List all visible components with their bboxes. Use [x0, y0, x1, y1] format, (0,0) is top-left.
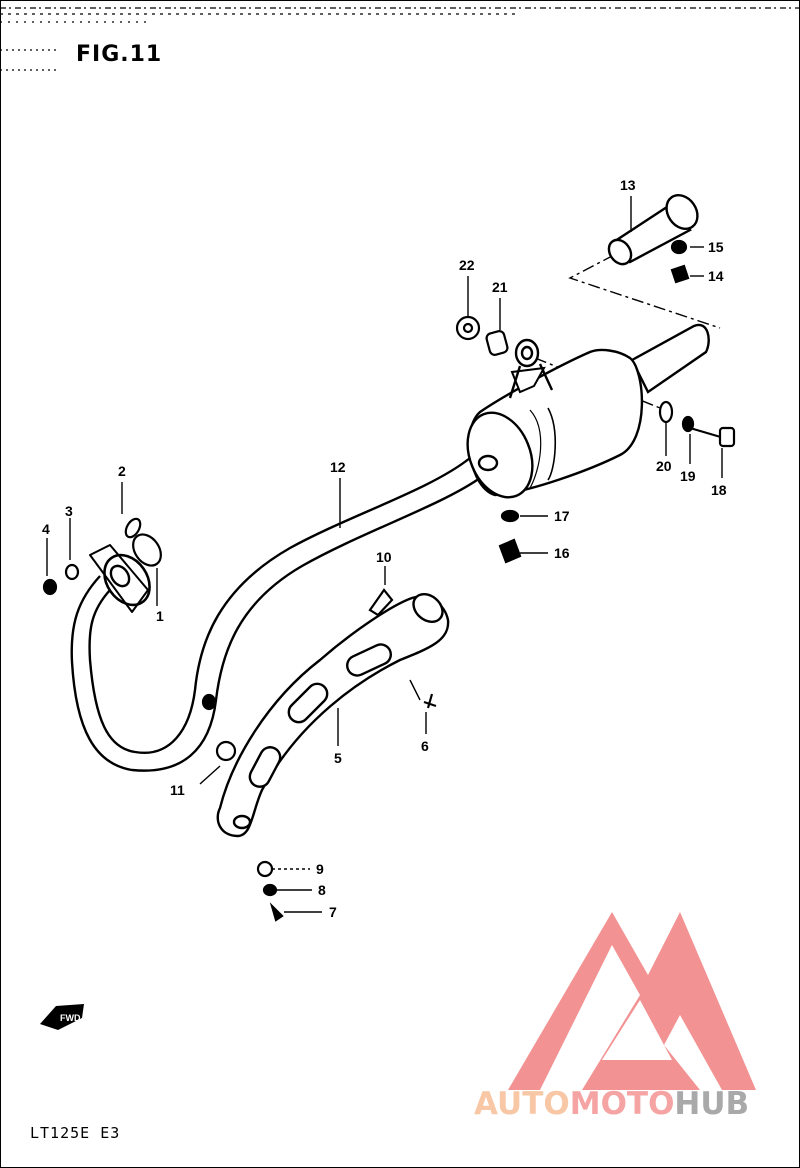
part-label-8: 8: [318, 882, 326, 898]
part-label-10: 10: [376, 549, 392, 565]
watermark-auto: AUTO: [474, 1086, 570, 1122]
hardware: [42, 239, 736, 922]
watermark-hub: HUB: [674, 1086, 750, 1122]
model-code: LT125E E3: [30, 1124, 121, 1142]
exhaust-pipe: [70, 457, 481, 772]
fwd-arrow-icon: FWD: [40, 1004, 84, 1030]
part-label-16: 16: [554, 545, 570, 561]
part-label-15: 15: [708, 239, 724, 255]
part-label-2: 2: [118, 463, 126, 479]
watermark-moto: MOTO: [569, 1086, 675, 1122]
part-label-11: 11: [170, 782, 185, 798]
part-label-22: 22: [459, 257, 475, 273]
muffler: [466, 323, 710, 499]
part-label-14: 14: [708, 268, 724, 284]
part-label-12: 12: [330, 459, 346, 475]
bolt-13: [607, 194, 699, 266]
part-label-1: 1: [156, 608, 164, 624]
part-label-9: 9: [316, 861, 324, 877]
part-label-4: 4: [42, 521, 50, 537]
scan-noise: [0, 7, 800, 71]
part-labels: 1 2 3 4 5 6 7 8 9 10 11 12 13 14 15 16 1…: [42, 177, 727, 920]
figure-title: FIG.11: [76, 42, 163, 67]
part-label-13: 13: [620, 177, 636, 193]
leader-lines: [46, 196, 723, 913]
part-label-19: 19: [680, 468, 696, 484]
part-label-17: 17: [554, 508, 570, 524]
part-label-21: 21: [492, 279, 508, 295]
part-label-3: 3: [65, 503, 73, 519]
part-label-20: 20: [656, 458, 672, 474]
part-label-6: 6: [421, 738, 429, 754]
part-label-18: 18: [711, 482, 727, 498]
part-label-7: 7: [329, 904, 337, 920]
watermark-logo: [508, 912, 756, 1090]
fwd-label: FWD: [60, 1013, 81, 1023]
part-label-5: 5: [334, 750, 342, 766]
watermark-text: AUTOMOTOHUB: [474, 1086, 749, 1122]
heat-shield: [216, 593, 450, 838]
